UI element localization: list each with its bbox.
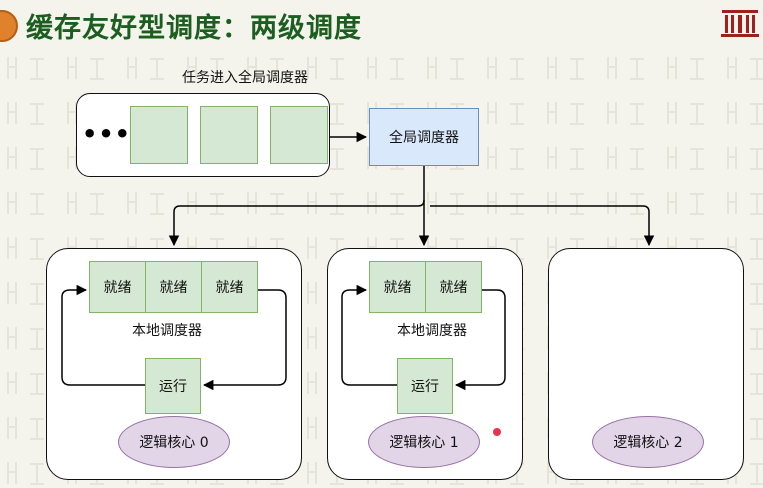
cursor-marker — [493, 428, 501, 436]
core-label-2: 逻辑核心 2 — [592, 416, 704, 468]
ready-task: 就绪 — [201, 261, 258, 313]
ready-task: 就绪 — [369, 261, 426, 313]
ready-task: 就绪 — [425, 261, 482, 313]
running-task: 运行 — [145, 358, 201, 414]
ellipsis-icon: ••• — [82, 120, 132, 148]
global-scheduler: 全局调度器 — [369, 108, 479, 166]
queue-slot — [130, 106, 188, 164]
local-scheduler-label: 本地调度器 — [397, 323, 467, 339]
queue-slot — [270, 106, 328, 164]
global-task-queue: ••• — [76, 93, 330, 177]
slide-title: 缓存友好型调度：两级调度 — [26, 13, 362, 44]
core-label-0: 逻辑核心 0 — [118, 416, 230, 468]
ready-task: 就绪 — [145, 261, 202, 313]
queue-slot — [200, 106, 258, 164]
university-logo — [721, 10, 759, 37]
core-label-1: 逻辑核心 1 — [368, 416, 480, 468]
local-scheduler-label: 本地调度器 — [132, 323, 202, 339]
running-task: 运行 — [397, 358, 453, 414]
queue-caption: 任务进入全局调度器 — [182, 70, 308, 86]
ready-task: 就绪 — [89, 261, 146, 313]
